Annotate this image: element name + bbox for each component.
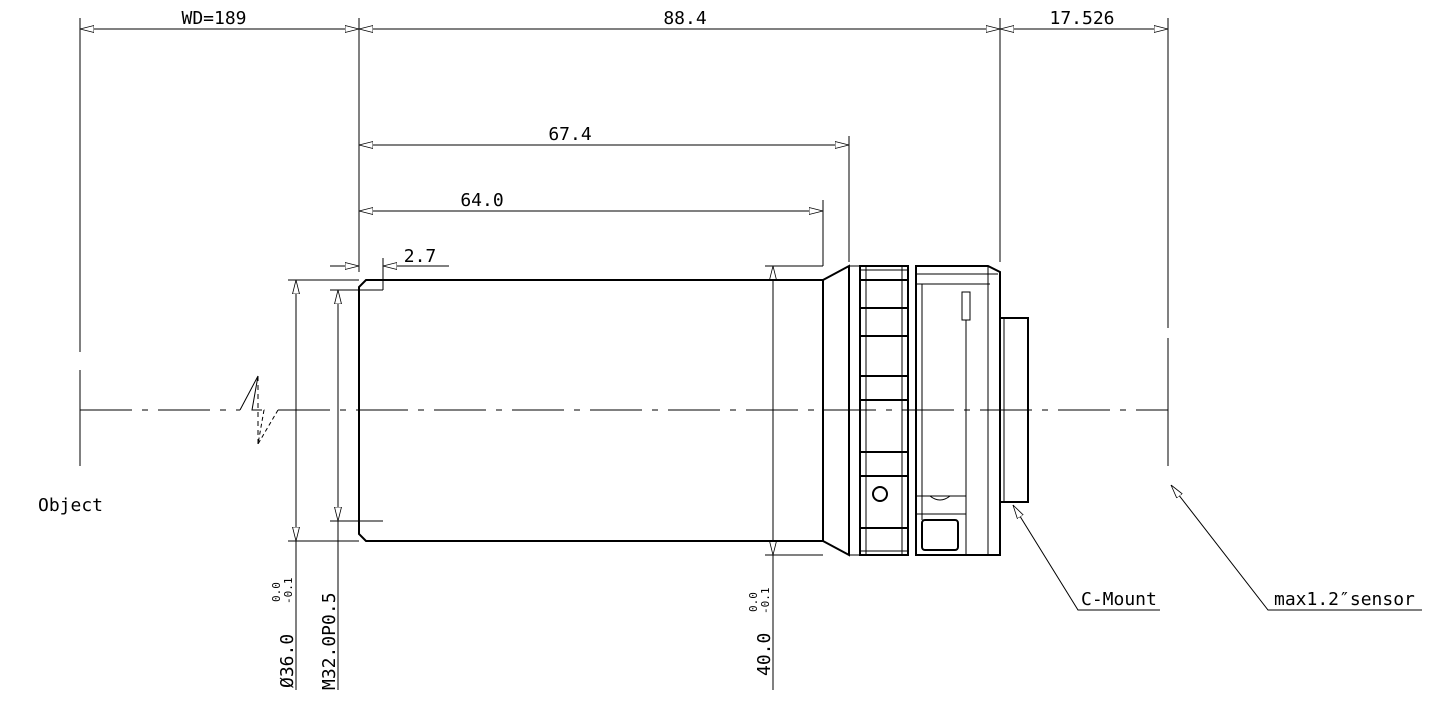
dim-dia-40: 40.0 [754, 633, 775, 676]
label-object: Object [38, 495, 103, 516]
dim-dia-40-tol-upper: 0.0 [747, 592, 760, 612]
label-sensor: max1.2″sensor [1274, 589, 1415, 610]
dim-step: 2.7 [404, 246, 437, 267]
dimension-texts: WD=189 88.4 17.526 67.4 64.0 2.7 Ø36.0 0… [181, 8, 1114, 690]
dim-dia-36: Ø36.0 [277, 634, 298, 688]
dim-dia-40-tol-lower: -0.1 [759, 588, 772, 615]
leaders [1012, 485, 1422, 611]
label-c-mount: C-Mount [1081, 589, 1157, 610]
lock-screw-icon [872, 486, 888, 502]
dim-length-67: 67.4 [548, 124, 591, 145]
dim-total-length: 88.4 [663, 8, 706, 29]
extension-lines [79, 18, 1169, 556]
optical-axis [80, 375, 1168, 445]
dim-dia-36-tol-upper: 0.0 [270, 582, 283, 602]
lens-body [358, 264, 1029, 557]
knurl-pattern [860, 279, 908, 529]
dim-wd: WD=189 [181, 8, 246, 29]
dim-flange-back: 17.526 [1049, 8, 1114, 29]
annotation-labels: Object C-Mount max1.2″sensor [38, 495, 1415, 610]
dim-thread: M32.0P0.5 [319, 592, 340, 690]
dim-length-64: 64.0 [460, 190, 503, 211]
dim-dia-36-tol-lower: -0.1 [282, 578, 295, 605]
dimension-lines [80, 29, 1168, 690]
